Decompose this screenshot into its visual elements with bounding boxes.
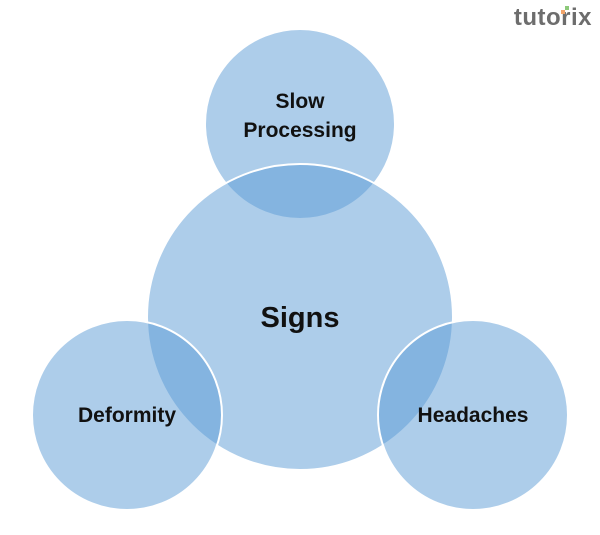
- label-headaches: Headaches: [418, 404, 529, 427]
- circle-signs: [146, 163, 454, 471]
- label-signs: Signs: [261, 302, 340, 334]
- label-processing: Processing: [243, 119, 356, 142]
- logo-dot-orange: [561, 10, 565, 14]
- circle-headaches: [377, 319, 569, 511]
- circle-deformity: [31, 319, 223, 511]
- label-slow: Slow: [275, 90, 325, 113]
- tutorix-logo: tutorix: [513, 4, 592, 31]
- logo-dot-green: [565, 6, 569, 10]
- label-deformity: Deformity: [78, 404, 176, 427]
